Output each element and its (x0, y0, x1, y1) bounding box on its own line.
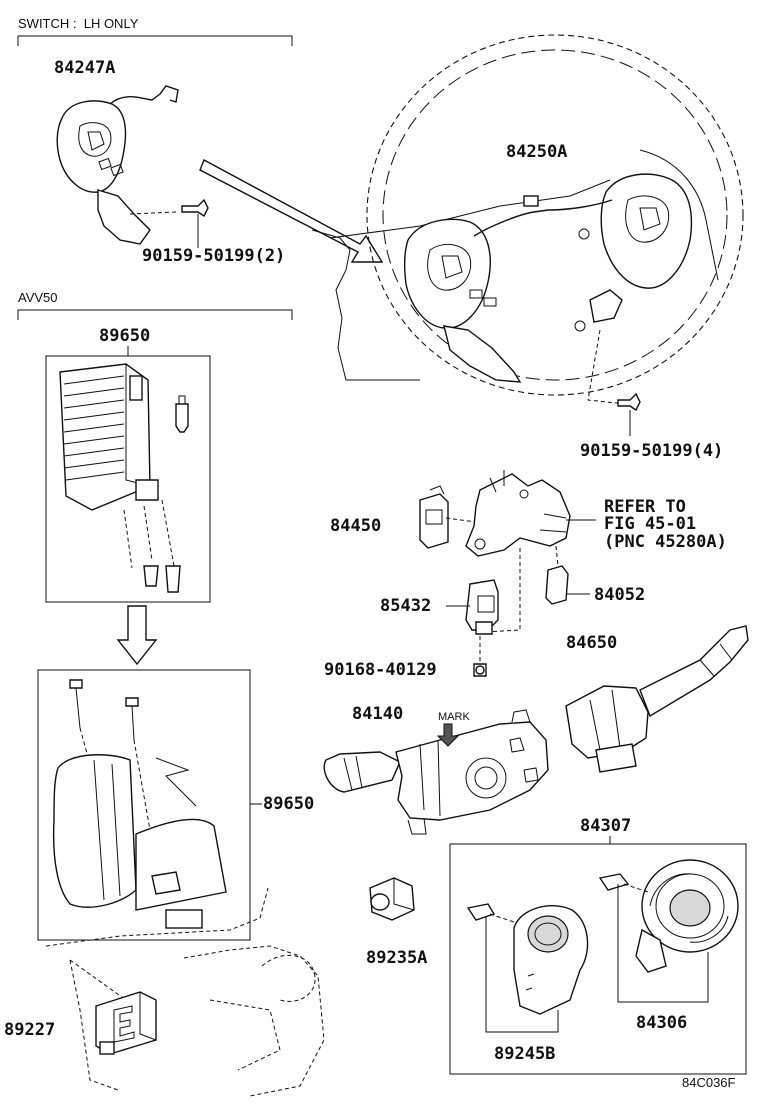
box-89650-lower (37, 669, 262, 941)
box-89650-top (45, 346, 211, 603)
down-arrow (116, 605, 158, 666)
box-84307 (449, 836, 747, 1075)
part-84052-drawing (545, 565, 590, 605)
switch-84650-drawing (565, 625, 749, 773)
label-84250a: 84250A (506, 142, 568, 162)
label-84306: 84306 (636, 1013, 688, 1033)
part-84450-drawing (419, 485, 477, 549)
switch-84140-drawing (323, 709, 549, 835)
label-84307: 84307 (580, 816, 632, 836)
label-89235a: 89235A (366, 948, 428, 968)
label-84247a: 84247A (54, 58, 116, 78)
spiral-cable-84306-drawing (598, 859, 739, 1003)
label-89650-top: 89650 (99, 326, 151, 346)
screw-90168-drawing (473, 663, 487, 677)
switch-note: SWITCH : LH ONLY (18, 16, 139, 31)
label-89227: 89227 (4, 1020, 56, 1040)
module-89227-drawing (95, 991, 157, 1055)
switch-note-bracket (17, 35, 293, 46)
sensor-89235a-drawing (369, 877, 415, 921)
label-89650-side: 89650 (263, 794, 315, 814)
label-85432: 85432 (380, 596, 432, 616)
label-89245b: 89245B (494, 1044, 556, 1064)
figure-code: 84C036F (682, 1075, 736, 1090)
steering-wheel-drawing (311, 34, 744, 436)
label-84450: 84450 (330, 516, 382, 536)
label-90159-50199-4: 90159-50199(4) (580, 441, 724, 461)
label-90159-50199-2: 90159-50199(2) (142, 246, 286, 266)
column-bracket-drawing (465, 470, 596, 633)
switch-84247a-drawing (56, 85, 209, 248)
label-84140: 84140 (352, 704, 404, 724)
avv-note-bracket (17, 309, 293, 320)
label-84052: 84052 (594, 585, 646, 605)
label-90168-40129: 90168-40129 (324, 660, 437, 680)
avv-note: AVV50 (18, 290, 58, 305)
sensor-89245b-drawing (466, 903, 589, 1033)
refer-line-3: (PNC 45280A) (604, 532, 727, 552)
refer-line-1: REFER TO (604, 497, 686, 517)
refer-line-2: FIG 45-01 (604, 514, 697, 534)
part-85432-drawing (446, 579, 499, 662)
label-84650: 84650 (566, 633, 618, 653)
mark-note: MARK (438, 711, 470, 723)
